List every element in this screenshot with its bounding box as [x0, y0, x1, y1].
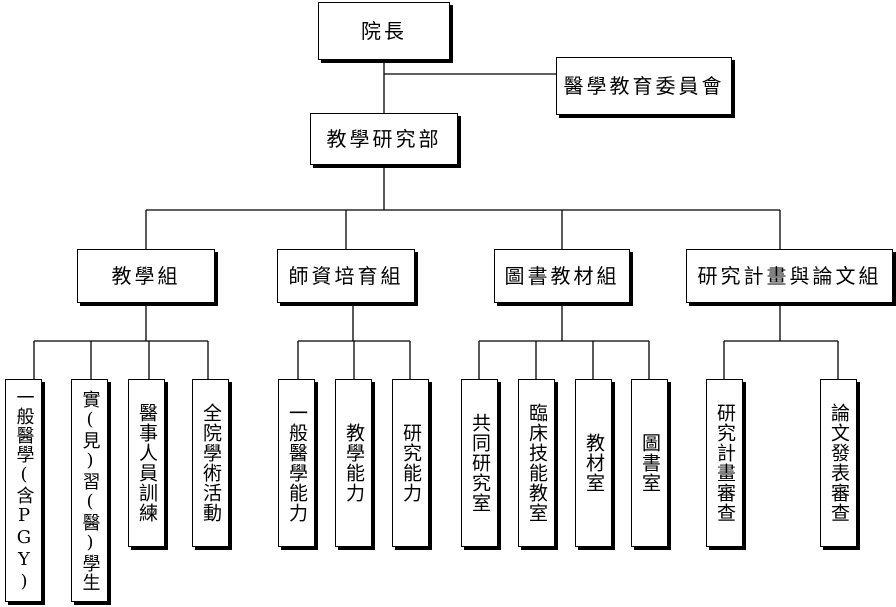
group-library-label: 圖書教材組 — [504, 264, 620, 288]
committee-label: 醫學教育委員會 — [563, 74, 725, 98]
unit-medical-staff-training: 醫事人員訓練 — [128, 379, 165, 547]
unit-general-medical-ability: 一般醫學能力 — [278, 379, 315, 547]
unit-label: 圖書室 — [639, 433, 661, 493]
unit-research-proposal-review: 研究計畫審查 — [706, 379, 743, 547]
group-teaching-box: 教學組 — [77, 249, 215, 303]
unit-hospital-academic-activities: 全院學術活動 — [192, 379, 229, 547]
president-label: 院長 — [361, 19, 407, 43]
group-faculty-box: 師資培育組 — [277, 249, 415, 303]
group-research-label: 研究計畫與論文組 — [697, 264, 882, 288]
group-research-box: 研究計畫與論文組 — [686, 249, 893, 303]
unit-clinical-skills-classroom: 臨床技能教室 — [518, 379, 555, 547]
unit-clerkship-students: 實(見)習(醫)學生 — [71, 379, 108, 602]
unit-label: 共同研究室 — [469, 413, 491, 513]
department-box: 教學研究部 — [310, 113, 458, 165]
unit-label: 教材室 — [583, 433, 605, 493]
unit-materials-room: 教材室 — [575, 379, 612, 547]
unit-teaching-ability: 教學能力 — [335, 379, 372, 547]
president-box: 院長 — [318, 2, 450, 60]
group-library-box: 圖書教材組 — [494, 249, 630, 303]
unit-label: 一般醫學能力 — [286, 403, 308, 523]
unit-label: 全院學術活動 — [200, 403, 222, 523]
unit-label: 教學能力 — [343, 423, 365, 503]
group-teaching-label: 教學組 — [111, 264, 181, 288]
unit-label: 研究能力 — [400, 423, 422, 503]
unit-library: 圖書室 — [631, 379, 668, 547]
unit-label: 論文發表審查 — [828, 403, 850, 523]
group-faculty-label: 師資培育組 — [288, 264, 404, 288]
unit-label: 臨床技能教室 — [526, 403, 548, 523]
unit-label: 研究計畫審查 — [714, 403, 736, 523]
department-label: 教學研究部 — [326, 127, 442, 151]
unit-shared-research-room: 共同研究室 — [461, 379, 498, 547]
committee-box: 醫學教育委員會 — [556, 57, 732, 115]
unit-general-medicine-pgy: 一般醫學(含PGY) — [5, 379, 42, 602]
unit-label: 一般醫學(含PGY) — [13, 388, 35, 593]
unit-research-ability: 研究能力 — [392, 379, 429, 547]
unit-label: 實(見)習(醫)學生 — [79, 389, 101, 592]
unit-paper-publication-review: 論文發表審查 — [820, 379, 857, 547]
unit-label: 醫事人員訓練 — [136, 403, 158, 523]
